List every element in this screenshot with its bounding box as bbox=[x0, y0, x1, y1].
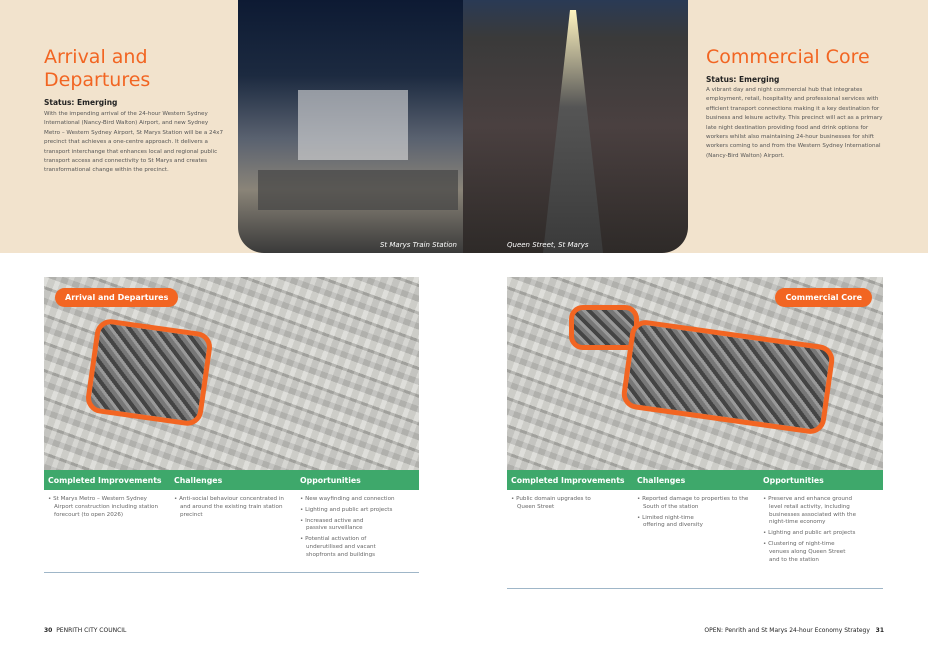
left-challenges-list: Anti-social behaviour concentrated in an… bbox=[174, 496, 292, 522]
footer-left: 30 PENRITH CITY COUNCIL bbox=[44, 627, 127, 634]
right-opportunities-list: Preserve and enhance ground level retail… bbox=[763, 496, 863, 567]
caption-train-station: St Marys Train Station bbox=[379, 241, 457, 249]
precinct-boundary bbox=[619, 318, 837, 436]
right-table-header: Completed Improvements Challenges Opport… bbox=[507, 470, 883, 490]
left-body: With the impending arrival of the 24-hou… bbox=[44, 111, 224, 174]
left-completed-list: St Marys Metro – Western Sydney Airport … bbox=[48, 496, 163, 522]
right-body: A vibrant day and night commercial hub t… bbox=[706, 87, 883, 159]
map-label: Commercial Core bbox=[775, 288, 872, 307]
left-status: Status: Emerging bbox=[44, 98, 118, 107]
map-label: Arrival and Departures bbox=[55, 288, 179, 307]
photo-strip: St Marys Train Station Queen Street, St … bbox=[238, 0, 688, 253]
left-opportunities-list: New wayfinding and connectionLighting an… bbox=[300, 496, 410, 563]
left-table-header: Completed Improvements Challenges Opport… bbox=[44, 470, 419, 490]
photo-queen-street: Queen Street, St Marys bbox=[463, 0, 688, 253]
caption-queen-street: Queen Street, St Marys bbox=[507, 241, 589, 249]
left-aerial-map: Arrival and Departures bbox=[44, 277, 419, 470]
divider bbox=[44, 572, 419, 573]
right-status: Status: Emerging bbox=[706, 75, 780, 84]
right-title: Commercial Core bbox=[706, 46, 870, 68]
precinct-boundary bbox=[83, 317, 215, 428]
divider bbox=[507, 588, 883, 589]
footer-right: OPEN: Penrith and St Marys 24-hour Econo… bbox=[704, 627, 884, 634]
photo-train-station: St Marys Train Station bbox=[238, 0, 463, 253]
right-completed-list: Public domain upgrades to Queen Street bbox=[511, 496, 606, 515]
right-aerial-map: Commercial Core bbox=[507, 277, 883, 470]
right-challenges-list: Reported damage to properties to the Sou… bbox=[637, 496, 752, 533]
